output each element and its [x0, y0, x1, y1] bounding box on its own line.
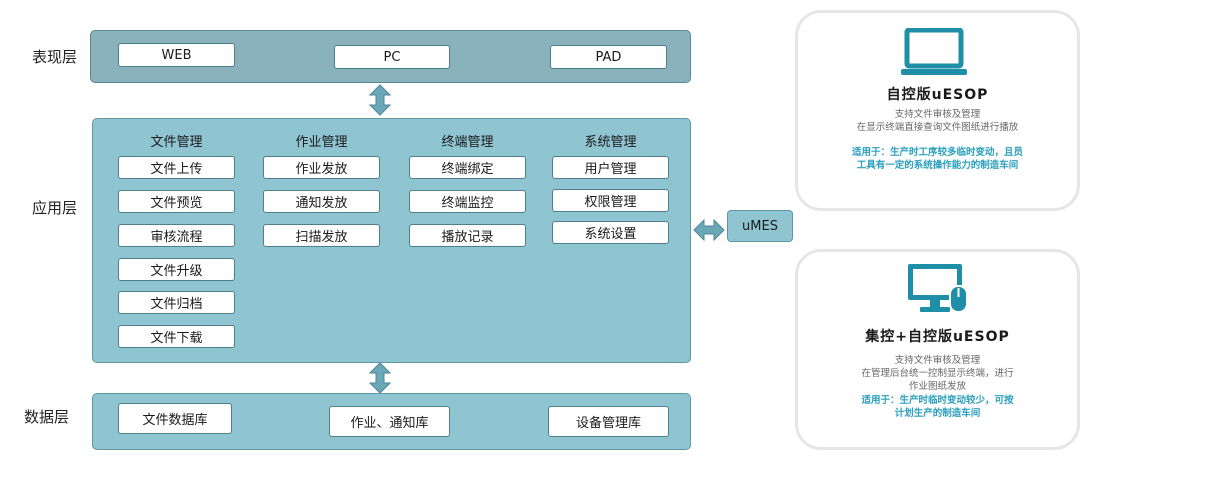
- vertical-double-arrow-bottom: [369, 362, 391, 394]
- app-item: 终端监控: [409, 190, 526, 213]
- app-item: 文件预览: [118, 190, 235, 213]
- desktop-mouse-icon: [908, 264, 968, 313]
- app-item: 终端绑定: [409, 156, 526, 179]
- card-desc-line: 作业图纸发放: [908, 381, 966, 392]
- app-item: 系统设置: [552, 221, 669, 244]
- app-item: 权限管理: [552, 189, 669, 212]
- app-item: 文件升级: [118, 258, 235, 281]
- presentation-item-pad: PAD: [550, 45, 667, 69]
- app-item: 文件上传: [118, 156, 235, 179]
- card-standalone: [795, 10, 1080, 211]
- layer-label-data: 数据层: [24, 408, 70, 426]
- data-item-file-db: 文件数据库: [118, 403, 232, 434]
- column-title-terminal-management: 终端管理: [441, 135, 494, 150]
- card-fit-line: 适用于：生产时工序较多临时变动，且员: [851, 147, 1023, 158]
- card-fit-line: 工具有一定的系统操作能力的制造车间: [856, 160, 1019, 171]
- laptop-icon: [901, 28, 967, 75]
- card-desc-line: 支持文件审核及管理: [894, 109, 981, 120]
- data-item-device-db: 设备管理库: [548, 406, 669, 437]
- app-item: 通知发放: [263, 190, 380, 213]
- app-item: 播放记录: [409, 224, 526, 247]
- horizontal-double-arrow: [693, 219, 725, 241]
- card-title: 自控版uESOP: [886, 87, 989, 103]
- card-desc-line: 在管理后台统一控制显示终端，进行: [861, 368, 1014, 379]
- app-item: 审核流程: [118, 224, 235, 247]
- column-title-file-management: 文件管理: [150, 135, 203, 150]
- presentation-item-web: WEB: [118, 43, 235, 67]
- app-item: 用户管理: [552, 156, 669, 179]
- card-desc-line: 在显示终端直接查询文件图纸进行播放: [856, 122, 1019, 133]
- app-item: 扫描发放: [263, 224, 380, 247]
- layer-label-application: 应用层: [32, 199, 78, 217]
- layer-label-presentation: 表现层: [32, 48, 78, 66]
- presentation-item-pc: PC: [334, 45, 450, 69]
- card-centralized: [795, 249, 1080, 450]
- umes-box: uMES: [727, 210, 793, 242]
- app-item: 文件归档: [118, 291, 235, 314]
- column-title-system-management: 系统管理: [584, 135, 637, 150]
- app-item: 文件下载: [118, 325, 235, 348]
- card-title: 集控+自控版uESOP: [865, 329, 1010, 345]
- card-fit-line: 计划生产的制造车间: [894, 408, 981, 419]
- vertical-double-arrow-top: [369, 84, 391, 116]
- card-fit-line: 适用于：生产时临时变动较少，可按: [861, 395, 1014, 406]
- data-item-job-notice-db: 作业、通知库: [329, 406, 450, 437]
- column-title-job-management: 作业管理: [295, 135, 348, 150]
- card-desc-line: 支持文件审核及管理: [894, 355, 981, 366]
- app-item: 作业发放: [263, 156, 380, 179]
